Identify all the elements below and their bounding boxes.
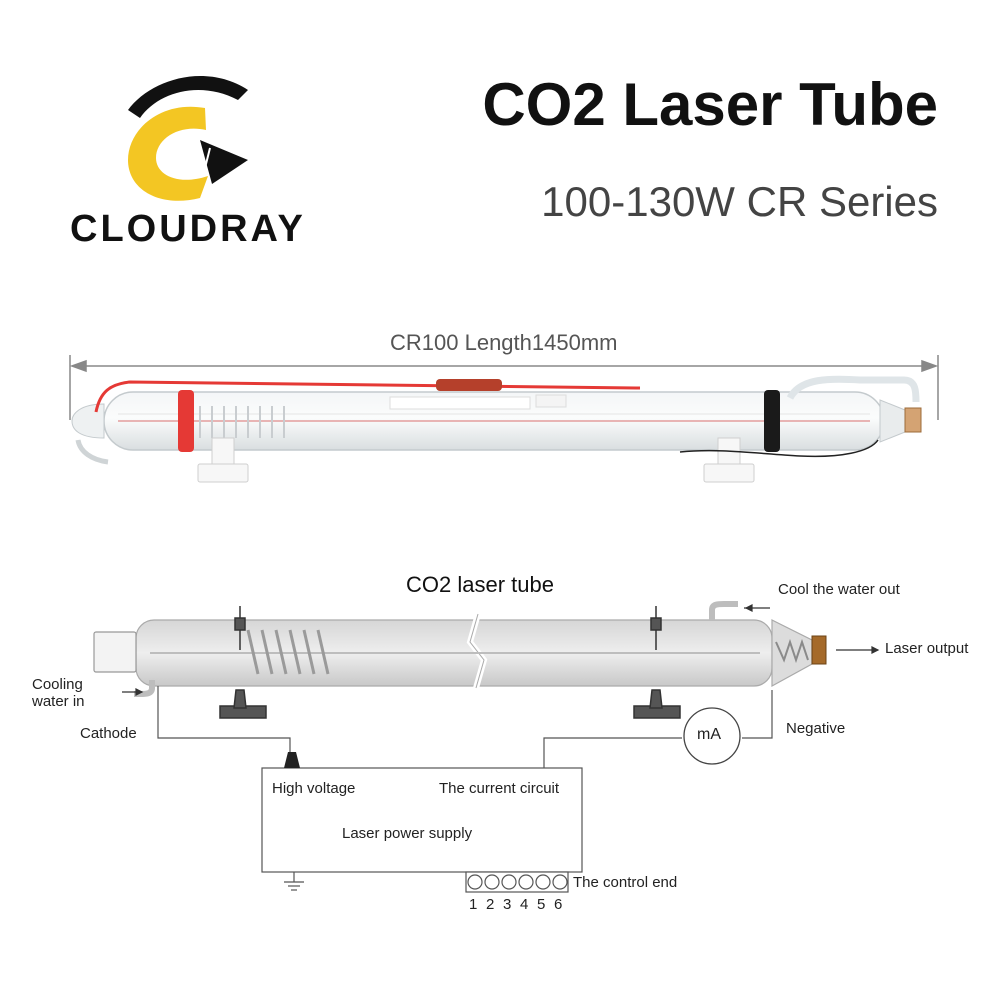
label-cooling-water-in-2: water in [32, 693, 85, 710]
label-high-voltage: High voltage [272, 780, 356, 797]
anode-electrode [633, 606, 681, 719]
cathode-electrode [219, 606, 267, 719]
label-ma-meter: mA [697, 726, 721, 743]
label-cathode: Cathode [80, 725, 137, 742]
label-negative: Negative [786, 720, 846, 737]
label-laser-output: Laser output [885, 640, 969, 657]
label-cooling-water-in-1: Cooling [32, 676, 83, 693]
terminal-number: 3 [503, 896, 512, 913]
terminal-number: 5 [537, 896, 546, 913]
page-subtitle: 100-130W CR Series [541, 178, 938, 225]
water-out-pipe [709, 601, 738, 620]
water-in-pipe [134, 680, 155, 697]
control-terminal-block [465, 871, 569, 893]
logo-black-arc [128, 76, 248, 118]
water-hose [786, 375, 920, 403]
tube-bracket-right [703, 437, 755, 483]
terminal-number: 1 [469, 896, 478, 913]
tube-label [389, 396, 531, 410]
diagram-title: CO2 laser tube [406, 572, 554, 597]
label-cool-water-out: Cool the water out [778, 581, 900, 598]
terminal-number: 2 [486, 896, 495, 913]
label-control-end: The control end [573, 874, 678, 891]
length-dimension-line [69, 355, 939, 420]
tube-coil [199, 406, 285, 438]
diagram-spring [775, 638, 809, 664]
label-arrows [122, 604, 880, 696]
black-band [764, 390, 780, 452]
page-title: CO2 Laser Tube [482, 71, 938, 138]
logo-black-accent [200, 140, 248, 184]
length-label: CR100 Length1450mm [390, 330, 618, 355]
logo-rays [181, 145, 211, 173]
label-power-supply: Laser power supply [342, 825, 473, 842]
label-current-circuit: The current circuit [439, 780, 560, 797]
terminal-number: 6 [554, 896, 563, 913]
wire-connector [436, 379, 502, 391]
brand-name: CLOUDRAY [70, 208, 306, 250]
diagram-tube [93, 613, 827, 689]
high-voltage-terminal [284, 752, 300, 768]
tube-body [71, 391, 922, 465]
terminal-number: 4 [520, 896, 529, 913]
logo-yellow-c [128, 106, 208, 201]
ground-icon [284, 872, 304, 891]
diagram-coil [246, 629, 330, 675]
black-wire [679, 439, 879, 458]
circuit-wires [157, 686, 773, 768]
tube-bracket-left [197, 437, 249, 483]
red-band [178, 390, 194, 452]
red-wire [94, 380, 641, 413]
